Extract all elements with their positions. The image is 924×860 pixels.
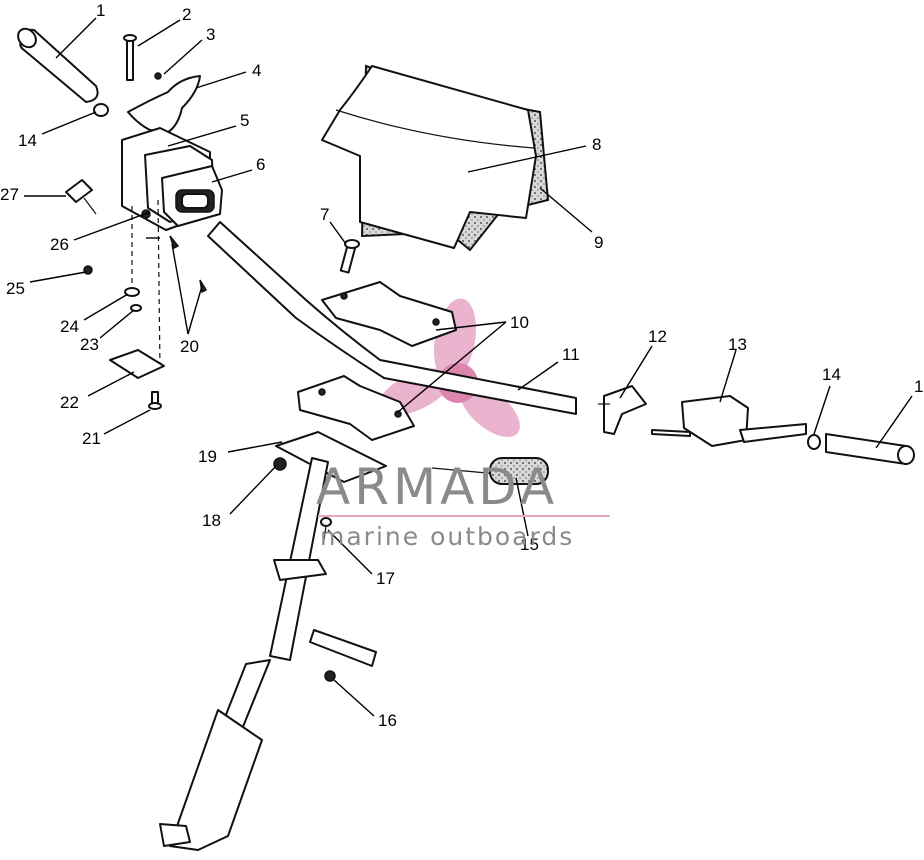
callout-25: 25 bbox=[6, 279, 25, 298]
callout-21: 21 bbox=[82, 429, 101, 448]
column-pin bbox=[309, 629, 377, 667]
plate-screw bbox=[148, 391, 162, 410]
throttle-housing bbox=[121, 127, 223, 231]
master-cylinder bbox=[651, 395, 807, 447]
leader-lines bbox=[24, 17, 913, 717]
callout-24: 24 bbox=[60, 317, 79, 336]
callout-2: 2 bbox=[182, 5, 191, 24]
callout-labels: 1 2 3 4 5 6 7 8 9 10 11 12 13 14 1 14 27… bbox=[0, 1, 923, 730]
left-grip bbox=[17, 27, 99, 103]
cable-clamp bbox=[65, 179, 97, 215]
callout-13: 13 bbox=[728, 335, 747, 354]
callout-4: 4 bbox=[252, 61, 261, 80]
callout-7: 7 bbox=[320, 205, 329, 224]
watermark: ARMADA marine outboards bbox=[316, 458, 610, 551]
lower-handlebar-clamp bbox=[297, 375, 415, 441]
callout-10: 10 bbox=[510, 313, 529, 332]
callout-26: 26 bbox=[50, 235, 69, 254]
callout-14-right: 14 bbox=[822, 365, 841, 384]
callout-20: 20 bbox=[180, 337, 199, 356]
callout-11: 11 bbox=[562, 345, 580, 364]
upper-handlebar-clamp bbox=[321, 281, 457, 347]
mount-nut bbox=[273, 457, 287, 471]
brake-lever bbox=[127, 75, 201, 133]
lock-washer bbox=[130, 304, 142, 312]
left-bar-end-plug bbox=[93, 103, 109, 117]
brake-switch bbox=[598, 385, 647, 435]
callout-27: 27 bbox=[0, 185, 19, 204]
callout-14-left: 14 bbox=[18, 131, 37, 150]
right-bar-end-plug bbox=[807, 434, 821, 450]
right-grip bbox=[825, 433, 915, 465]
callout-22: 22 bbox=[60, 393, 79, 412]
washer bbox=[124, 287, 140, 297]
callout-3: 3 bbox=[206, 25, 215, 44]
callout-9: 9 bbox=[594, 233, 603, 252]
callout-16: 16 bbox=[378, 711, 397, 730]
callout-18: 18 bbox=[202, 511, 221, 530]
callout-8: 8 bbox=[592, 135, 601, 154]
pivot-bolt bbox=[123, 34, 137, 81]
clamp-bolt bbox=[339, 239, 360, 274]
callout-6: 6 bbox=[256, 155, 265, 174]
handlebar bbox=[207, 221, 577, 415]
mounting-plate bbox=[109, 349, 165, 379]
callout-17: 17 bbox=[376, 569, 395, 588]
callout-1: 1 bbox=[96, 1, 105, 20]
column-screw bbox=[320, 517, 332, 541]
callout-19: 19 bbox=[198, 447, 217, 466]
steering-column bbox=[159, 457, 329, 851]
watermark-subtitle: marine outboards bbox=[320, 522, 574, 551]
column-nut bbox=[324, 670, 336, 682]
callout-1-right: 1 bbox=[914, 377, 923, 396]
windshield bbox=[321, 64, 550, 252]
callout-15: 15 bbox=[520, 535, 539, 554]
retaining-clip bbox=[154, 72, 162, 80]
callout-5: 5 bbox=[240, 111, 249, 130]
callout-23: 23 bbox=[80, 335, 99, 354]
watermark-title: ARMADA bbox=[316, 458, 558, 516]
callout-12: 12 bbox=[648, 327, 667, 346]
coiled-cable bbox=[431, 457, 549, 485]
